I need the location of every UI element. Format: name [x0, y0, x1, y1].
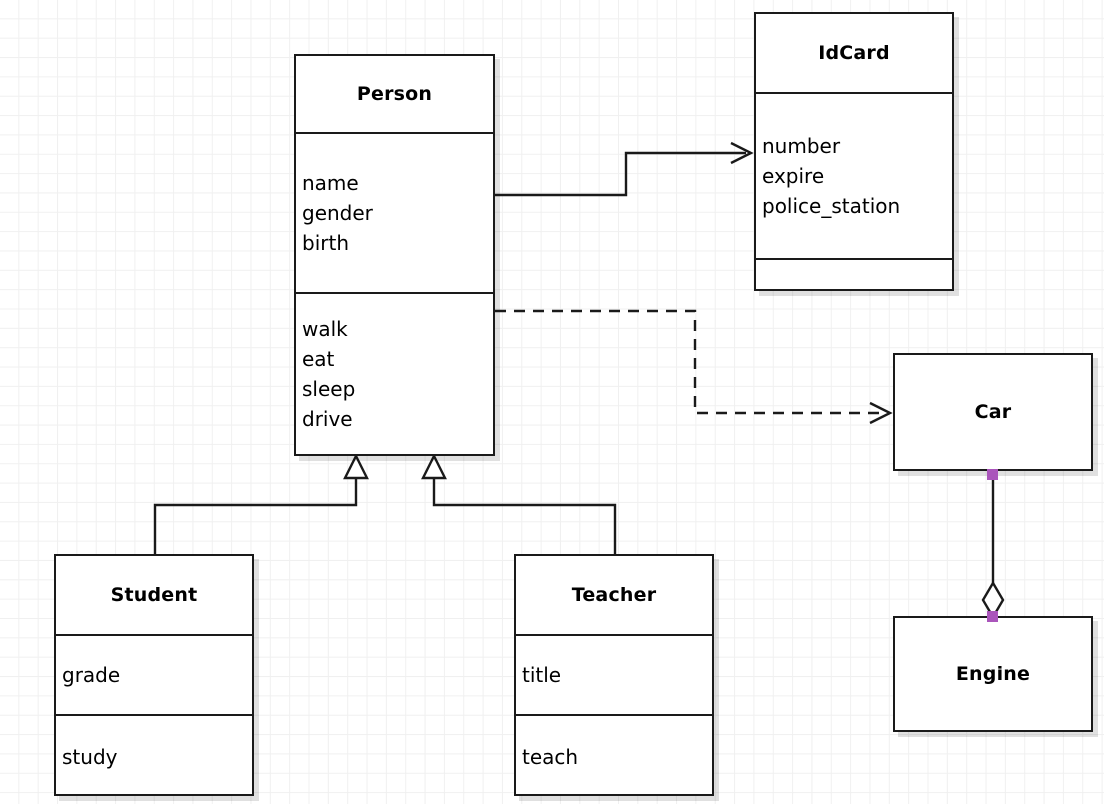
- operation: walk: [302, 317, 348, 341]
- aggregation-car-engine[interactable]: [981, 471, 1005, 620]
- association-person-idcard[interactable]: [495, 141, 754, 197]
- attribute: name: [302, 171, 359, 195]
- uml-class-idcard[interactable]: IdCard number expire police_station: [754, 12, 954, 291]
- uml-class-student[interactable]: Student grade study: [54, 554, 254, 796]
- hollow-triangle-icon: [421, 453, 447, 480]
- class-title-idcard: IdCard: [818, 42, 890, 64]
- class-attributes-idcard: number expire police_station: [756, 92, 952, 258]
- edge-handle-target[interactable]: [987, 611, 998, 622]
- class-title-engine: Engine: [955, 663, 1031, 685]
- edge-handle-source[interactable]: [987, 469, 998, 480]
- class-operations-teacher: teach: [516, 714, 712, 798]
- operation: teach: [522, 745, 579, 769]
- open-arrowhead-icon: [869, 401, 893, 425]
- operation: sleep: [302, 377, 356, 401]
- class-title-teacher: Teacher: [571, 584, 657, 606]
- uml-class-engine[interactable]: Engine: [893, 616, 1093, 732]
- hollow-triangle-icon: [343, 453, 369, 480]
- operation: study: [62, 745, 118, 769]
- class-operations-idcard: [756, 258, 952, 293]
- attribute: police_station: [762, 194, 901, 218]
- uml-class-car[interactable]: Car: [893, 353, 1093, 471]
- uml-class-teacher[interactable]: Teacher title teach: [514, 554, 714, 796]
- class-attributes-person: name gender birth: [296, 132, 493, 292]
- generalization-teacher-person[interactable]: [421, 453, 617, 554]
- class-operations-student: study: [56, 714, 252, 798]
- class-attributes-student: grade: [56, 634, 252, 714]
- attribute: title: [522, 663, 562, 687]
- uml-class-person[interactable]: Person name gender birth walk eat sleep …: [294, 54, 495, 456]
- class-attributes-teacher: title: [516, 634, 712, 714]
- attribute: grade: [62, 663, 121, 687]
- class-operations-person: walk eat sleep drive: [296, 292, 493, 454]
- generalization-student-person[interactable]: [153, 453, 369, 554]
- attribute: number: [762, 134, 841, 158]
- class-title-car: Car: [974, 401, 1012, 423]
- class-title-person: Person: [356, 83, 433, 105]
- attribute: expire: [762, 164, 825, 188]
- operation: drive: [302, 407, 353, 431]
- class-title-student: Student: [110, 584, 198, 606]
- dependency-person-car[interactable]: [495, 309, 893, 425]
- attribute: birth: [302, 231, 349, 255]
- attribute: gender: [302, 201, 373, 225]
- open-arrowhead-icon: [730, 141, 754, 165]
- operation: eat: [302, 347, 335, 371]
